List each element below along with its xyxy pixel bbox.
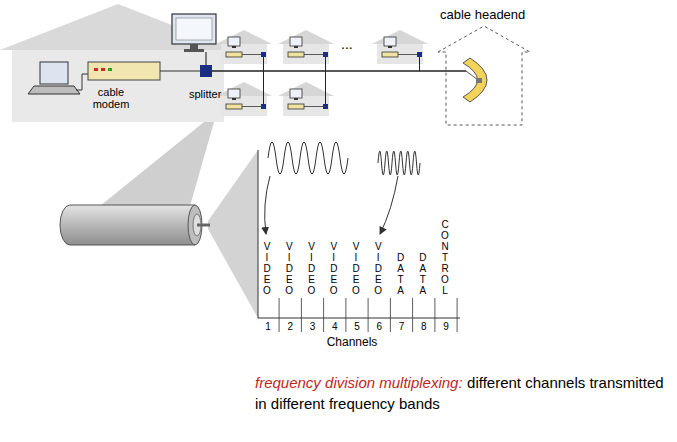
channel-number: 2: [287, 321, 293, 333]
zoom-wedge: [100, 122, 214, 206]
headend-label: cable headend: [440, 8, 525, 23]
channel-use: VIDEO: [330, 241, 341, 296]
channel-number: 3: [310, 321, 316, 333]
fdm-chart: [258, 142, 460, 332]
coax-line: [212, 70, 466, 72]
channel-number: 8: [421, 321, 427, 333]
coax-cable: [60, 205, 210, 245]
channel-use: VIDEO: [263, 241, 274, 296]
channel-number: 5: [354, 321, 360, 333]
zoom-wedge: [208, 150, 258, 318]
channel-use: DATA: [396, 252, 407, 296]
ellipsis: ...: [341, 36, 353, 52]
channel-use: VIDEO: [374, 241, 385, 296]
channel-number: 7: [399, 321, 405, 333]
channel-number: 4: [332, 321, 338, 333]
channel-use: VIDEO: [352, 241, 363, 296]
home-house: [0, 4, 236, 122]
headend: [438, 26, 530, 125]
channel-use: CONTROL: [441, 219, 452, 296]
neighbour-houses: [216, 30, 428, 116]
axis-label: Channels: [327, 336, 378, 350]
caption-block: frequency division multiplexing:differen…: [255, 372, 669, 414]
channel-number: 9: [443, 321, 449, 333]
caption-term: frequency division multiplexing:: [255, 374, 463, 391]
channel-use: VIDEO: [307, 241, 318, 296]
channel-use: VIDEO: [285, 241, 296, 296]
modem-label: cable modem: [84, 87, 138, 110]
splitter-label: splitter: [189, 88, 221, 101]
channel-number: 6: [376, 321, 382, 333]
channel-number: 1: [265, 321, 271, 333]
channel-use: DATA: [419, 252, 430, 296]
